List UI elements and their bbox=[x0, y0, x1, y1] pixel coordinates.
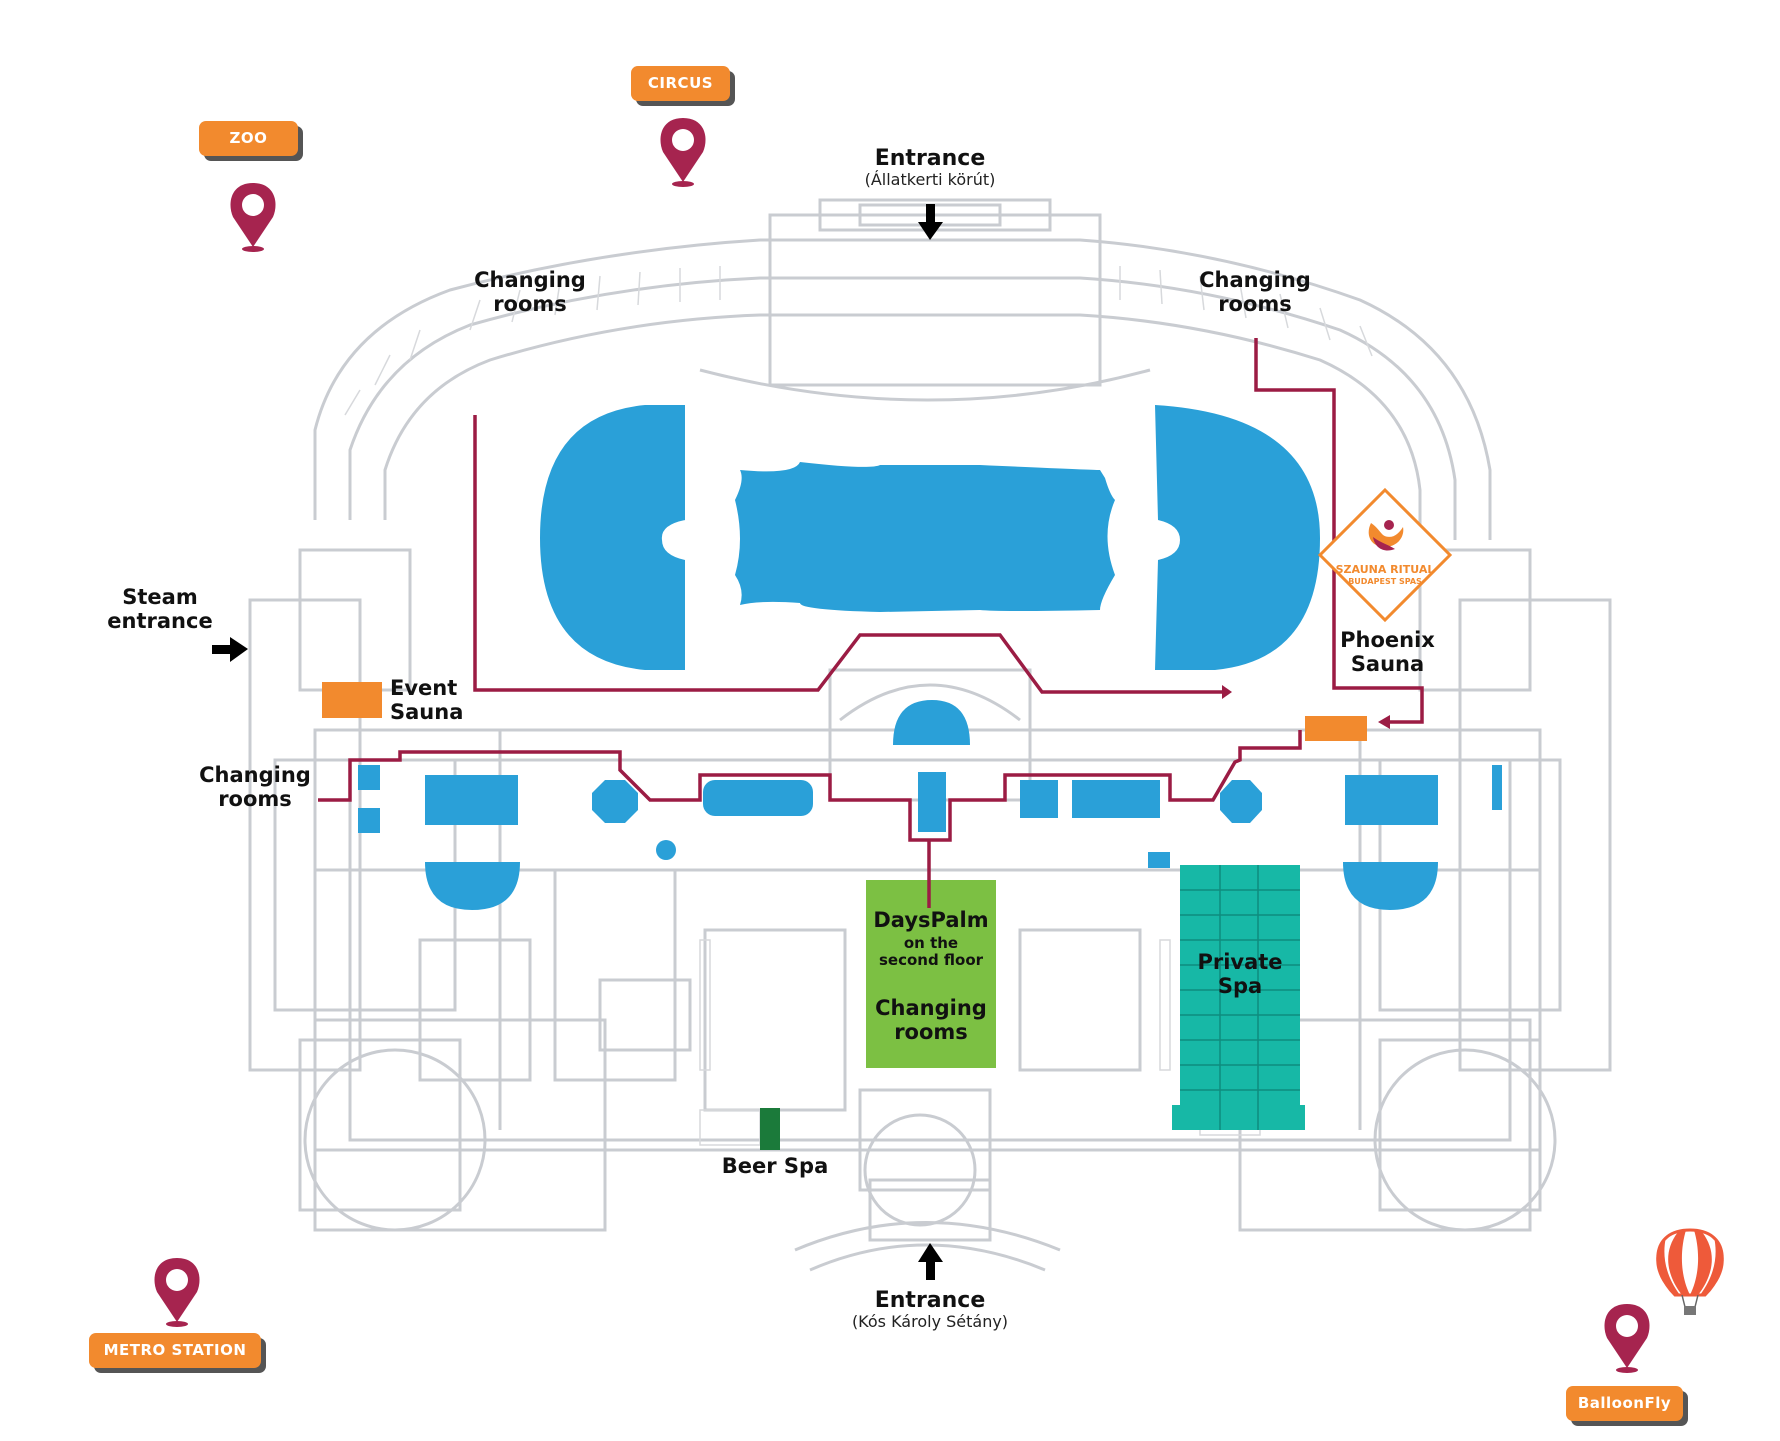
label-line: rooms bbox=[1218, 292, 1292, 317]
label-line: Changing bbox=[875, 996, 987, 1020]
label-line: Changing bbox=[1199, 268, 1311, 292]
zoo-place-button[interactable]: ZOO bbox=[199, 121, 298, 156]
pool-dome bbox=[893, 700, 970, 745]
route-phoenix bbox=[1254, 338, 1424, 724]
pool-indoor-6 bbox=[1020, 780, 1058, 818]
pool-indoor-11 bbox=[1492, 765, 1502, 810]
beer-spa-area[interactable] bbox=[760, 1108, 780, 1150]
label-line: Changing bbox=[199, 763, 311, 787]
pool-indoor-2 bbox=[358, 808, 380, 833]
private-spa-label: Private Spa bbox=[1180, 950, 1300, 998]
changing-rooms-center-label: Changing rooms bbox=[856, 996, 1006, 1044]
arrow-right-icon bbox=[1222, 685, 1232, 699]
entrance-top-title: Entrance bbox=[874, 146, 986, 171]
pool-center-outdoor bbox=[735, 462, 1115, 612]
event-sauna-area[interactable] bbox=[322, 682, 382, 718]
circus-label: CIRCUS bbox=[647, 74, 714, 92]
map-pin-icon bbox=[660, 118, 706, 187]
pools bbox=[358, 405, 1502, 910]
hot-air-balloon-icon bbox=[1656, 1228, 1724, 1315]
label-line: rooms bbox=[218, 787, 292, 812]
label-line: on the bbox=[903, 934, 959, 952]
dayspalm-title: DaysPalm bbox=[873, 908, 989, 932]
steam-entrance-label: Steam entrance bbox=[95, 585, 225, 633]
pool-indoor-round bbox=[656, 840, 676, 860]
balloonfly-label: BalloonFly bbox=[1577, 1394, 1672, 1412]
entrance-top-subtitle: (Állatkerti körút) bbox=[864, 170, 996, 190]
metro-station-label: METRO STATION bbox=[103, 1341, 247, 1359]
entrance-bottom-label: Entrance (Kós Károly Sétány) bbox=[830, 1288, 1030, 1332]
phoenix-sauna-label: Phoenix Sauna bbox=[1335, 628, 1440, 676]
changing-rooms-top-right-label: Changing rooms bbox=[1185, 268, 1325, 316]
label-line: entrance bbox=[107, 609, 213, 634]
pool-indoor-8 bbox=[1148, 852, 1170, 868]
label-line: Sauna bbox=[1350, 652, 1425, 677]
map-pin-icon bbox=[230, 183, 276, 252]
map-pin-icon bbox=[1604, 1304, 1650, 1373]
dayspalm-area[interactable] bbox=[866, 880, 996, 1068]
metro-station-place-button[interactable]: METRO STATION bbox=[89, 1333, 261, 1368]
arrow-right-icon bbox=[212, 637, 248, 662]
pool-right-outdoor bbox=[1155, 405, 1320, 670]
label-line: rooms bbox=[493, 292, 567, 317]
entrance-top-label: Entrance (Állatkerti körút) bbox=[830, 146, 1030, 190]
pool-indoor-10 bbox=[1343, 862, 1438, 910]
arrow-down-icon bbox=[918, 204, 943, 240]
entrance-bottom-title: Entrance bbox=[874, 1288, 986, 1313]
pool-indoor-7 bbox=[1072, 780, 1160, 818]
event-sauna-label: Event Sauna bbox=[390, 676, 475, 724]
label-line: second floor bbox=[878, 951, 984, 970]
private-spa-area[interactable] bbox=[1180, 865, 1300, 1120]
dayspalm-label: DaysPalm bbox=[856, 908, 1006, 932]
dayspalm-subtitle: on the second floor bbox=[856, 934, 1006, 970]
pool-indoor-4 bbox=[425, 862, 520, 910]
pool-indoor-3 bbox=[425, 775, 518, 825]
label-line: Phoenix bbox=[1340, 628, 1435, 652]
pool-indoor-center bbox=[918, 772, 946, 832]
label-line: Spa bbox=[1217, 974, 1263, 999]
label-line: Changing bbox=[474, 268, 586, 292]
label-line: Event bbox=[390, 676, 458, 700]
circus-place-button[interactable]: CIRCUS bbox=[631, 66, 730, 101]
pool-indoor-1 bbox=[358, 765, 380, 790]
label-line: rooms bbox=[894, 1020, 968, 1045]
arrow-up-icon bbox=[918, 1243, 943, 1280]
phoenix-sauna-area[interactable] bbox=[1305, 716, 1367, 741]
changing-rooms-left-label: Changing rooms bbox=[185, 763, 325, 811]
label-line: Steam bbox=[122, 585, 198, 609]
private-spa-grid bbox=[1180, 865, 1300, 1130]
private-spa-base[interactable] bbox=[1172, 1105, 1305, 1130]
route-outdoor bbox=[473, 415, 1222, 694]
label-line: Sauna bbox=[390, 700, 464, 725]
balloonfly-place-button[interactable]: BalloonFly bbox=[1566, 1386, 1683, 1421]
pool-indoor-5 bbox=[703, 780, 813, 816]
pool-indoor-9 bbox=[1345, 775, 1438, 825]
changing-rooms-top-left-label: Changing rooms bbox=[460, 268, 600, 316]
route-lines bbox=[318, 338, 1424, 908]
label-line: Private bbox=[1197, 950, 1283, 974]
logo-line-1: SZAUNA RITUAL bbox=[1335, 563, 1435, 576]
pool-indoor-octagon-left bbox=[592, 780, 638, 823]
beer-spa-label: Beer Spa bbox=[700, 1154, 850, 1178]
pool-indoor-octagon-right bbox=[1220, 780, 1262, 823]
arrow-left-icon bbox=[1378, 715, 1390, 729]
phoenix-logo-icon bbox=[1317, 487, 1453, 623]
zoo-label: ZOO bbox=[229, 129, 268, 147]
beer-spa-title: Beer Spa bbox=[721, 1154, 829, 1178]
entrance-bottom-subtitle: (Kós Károly Sétány) bbox=[851, 1312, 1009, 1332]
map-pin-icon bbox=[154, 1258, 200, 1327]
pool-left-outdoor bbox=[540, 405, 685, 670]
logo-line-2: BUDAPEST SPAS bbox=[1348, 577, 1422, 586]
route-indoor bbox=[318, 730, 1302, 842]
